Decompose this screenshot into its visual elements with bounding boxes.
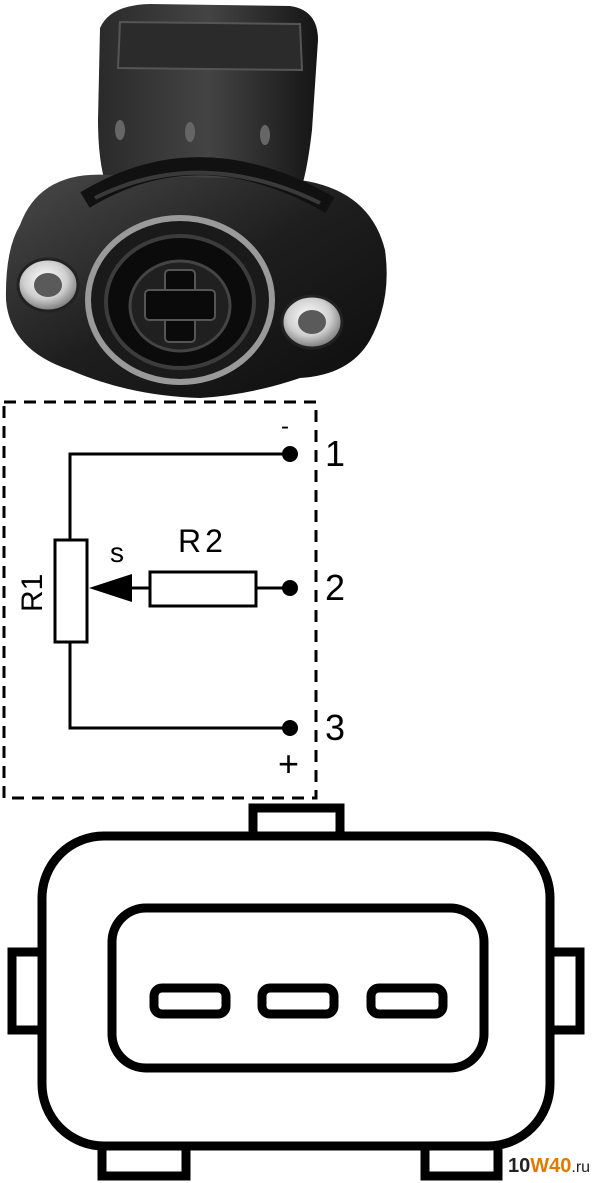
watermark-part-2: W40 — [530, 1155, 571, 1177]
pin-3-number: 3 — [325, 707, 345, 748]
sensor-boundary-dashed — [2, 400, 318, 800]
connector-top-tab — [248, 803, 345, 836]
watermark-logo: 10W40.ru — [506, 1148, 600, 1178]
schematic: R1 s R2 1 2 3 - + — [2, 400, 345, 800]
terminal-1-dot — [282, 446, 298, 462]
connector-pin-slot-1 — [149, 983, 231, 1019]
terminal-2-dot — [282, 580, 298, 596]
connector-pin-slot-3 — [366, 983, 448, 1019]
pin-1-number: 1 — [325, 433, 345, 474]
connector-left-tab — [7, 947, 42, 1035]
connector-inner-socket — [107, 903, 489, 1073]
wiper-label: s — [110, 537, 124, 568]
resistor-r1-label: R1 — [16, 574, 49, 612]
sensor-photo — [5, 4, 387, 398]
wiper-arrow — [89, 574, 132, 602]
connector-right-tab — [550, 947, 585, 1035]
watermark-part-1: 10 — [508, 1155, 530, 1177]
terminal-3-dot — [282, 720, 298, 736]
connector-face — [7, 803, 585, 1181]
connector-outer-housing — [37, 831, 555, 1151]
svg-text:10W40.ru: 10W40.ru — [508, 1155, 590, 1177]
connector-pin-slot-2 — [257, 983, 339, 1019]
plus-sign: + — [278, 743, 299, 784]
minus-sign: - — [281, 413, 289, 440]
resistor-r2-label: R2 — [178, 523, 227, 559]
resistor-r2 — [148, 570, 258, 608]
shaft-cross-slot — [144, 269, 216, 343]
watermark-part-3: .ru — [571, 1159, 590, 1176]
connector-bottom-left-foot — [97, 1146, 191, 1181]
pin-2-number: 2 — [325, 567, 345, 608]
connector-bottom-right-foot — [420, 1146, 503, 1181]
resistor-r1 — [53, 538, 89, 644]
